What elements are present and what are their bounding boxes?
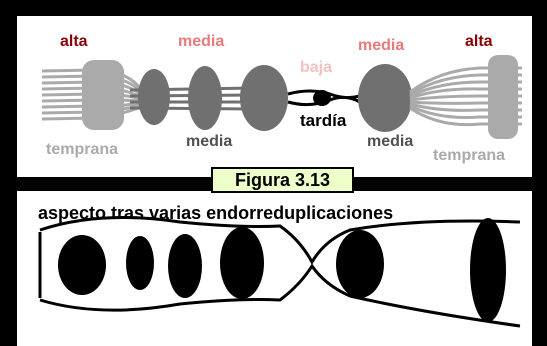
left-mid-knob-1	[138, 69, 170, 125]
right-mid-knob	[358, 64, 412, 132]
left-mid-knob-3	[240, 65, 288, 131]
label-right-temprana: temprana	[433, 148, 505, 164]
label-left-alta: alta	[60, 34, 88, 50]
label-right-media-below: media	[367, 134, 413, 150]
label-left-media-below: media	[186, 134, 232, 150]
label-tardia: tardía	[300, 112, 346, 129]
label-left-temprana: temprana	[46, 142, 118, 158]
left-mid-knob-2	[188, 66, 222, 130]
polytene-bands	[58, 218, 506, 322]
late-knot	[313, 90, 331, 106]
figure-caption: Figura 3.13	[211, 167, 354, 193]
left-early-chromatin	[82, 60, 124, 130]
endoreduplication-title: aspecto tras varias endorreduplicaciones	[38, 204, 393, 222]
label-right-alta: alta	[465, 34, 493, 50]
label-right-media-above: media	[358, 38, 404, 54]
right-early-chromatin	[488, 55, 518, 139]
polytene-outline	[40, 218, 520, 327]
label-left-media-above: media	[178, 34, 224, 50]
label-baja: baja	[300, 60, 332, 76]
